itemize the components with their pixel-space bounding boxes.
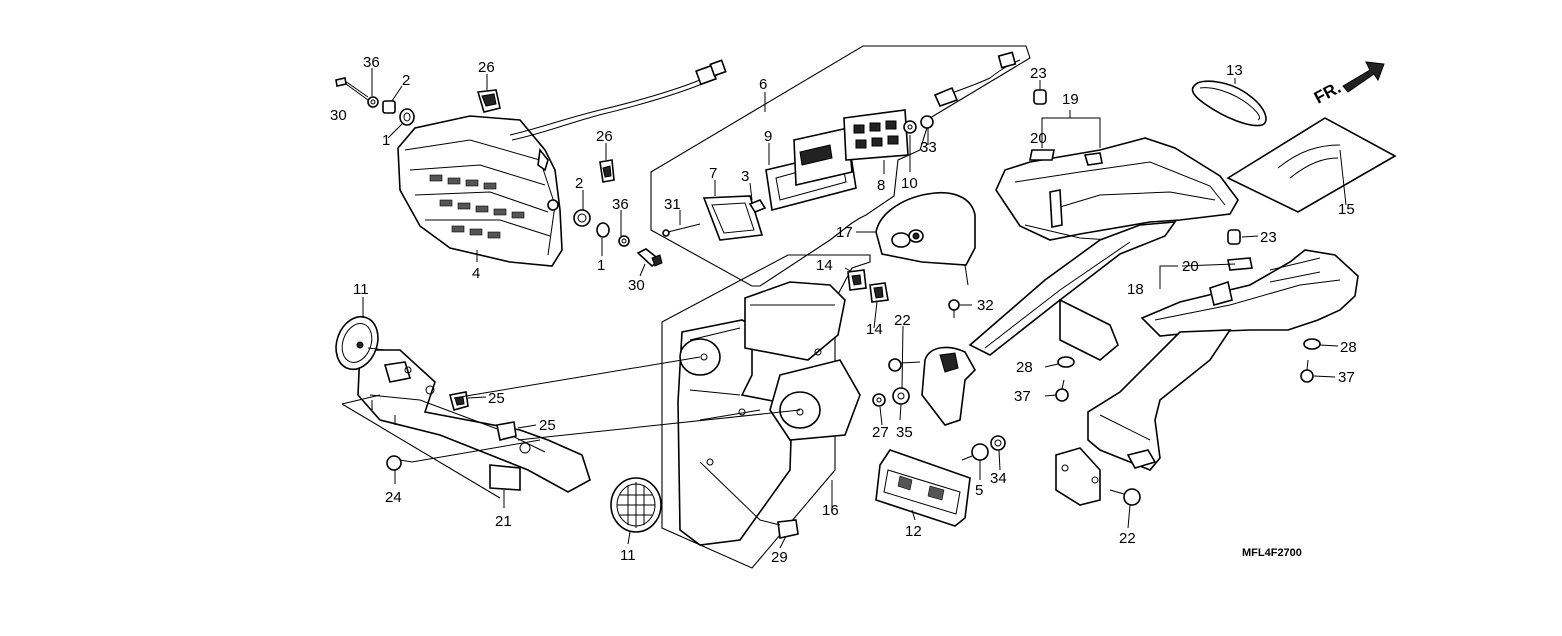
callout-29: 29 bbox=[771, 549, 788, 566]
callout-6: 6 bbox=[759, 76, 767, 93]
license-light-group bbox=[650, 45, 1031, 287]
callout-18: 18 bbox=[1127, 281, 1144, 298]
callout-36: 36 bbox=[612, 196, 629, 213]
callout-36: 36 bbox=[363, 54, 380, 71]
callout-13: 13 bbox=[1226, 62, 1243, 79]
callout-labels: 30 36 2 1 26 26 4 2 36 1 30 6 9 7 3 31 8… bbox=[330, 54, 1357, 566]
reflector-12 bbox=[875, 449, 971, 527]
callout-8: 8 bbox=[877, 177, 885, 194]
bracket-18 bbox=[1055, 249, 1359, 506]
callout-22: 22 bbox=[1119, 530, 1136, 547]
side-stay bbox=[921, 221, 1177, 426]
callout-12: 12 bbox=[905, 523, 922, 540]
fasteners bbox=[386, 89, 1321, 539]
callout-11: 11 bbox=[353, 281, 369, 298]
callout-24: 24 bbox=[385, 489, 402, 506]
callout-2: 2 bbox=[402, 72, 410, 89]
callout-32: 32 bbox=[977, 297, 994, 314]
cover-17 bbox=[875, 191, 976, 286]
seal-13 bbox=[1191, 80, 1267, 127]
callout-16: 16 bbox=[822, 502, 839, 519]
reflector-11-upper bbox=[335, 315, 386, 371]
callout-11: 11 bbox=[620, 547, 636, 564]
diagram-code: MFL4F2700 bbox=[1242, 547, 1302, 559]
callout-2: 2 bbox=[575, 175, 583, 192]
clips-14 bbox=[847, 269, 889, 303]
callout-27: 27 bbox=[872, 424, 889, 441]
callout-14: 14 bbox=[816, 257, 833, 274]
callout-25: 25 bbox=[539, 417, 556, 434]
callout-10: 10 bbox=[901, 175, 918, 192]
callout-28: 28 bbox=[1016, 359, 1033, 376]
callout-1: 1 bbox=[382, 132, 390, 149]
callout-7: 7 bbox=[709, 165, 717, 182]
callout-17: 17 bbox=[836, 224, 853, 241]
callout-20: 20 bbox=[1030, 130, 1047, 147]
callout-35: 35 bbox=[896, 424, 913, 441]
callout-30: 30 bbox=[330, 107, 347, 124]
front-direction-label: FR. bbox=[1311, 78, 1344, 108]
callout-9: 9 bbox=[764, 128, 772, 145]
callout-19: 19 bbox=[1062, 91, 1079, 108]
callout-4: 4 bbox=[472, 265, 480, 282]
callout-5: 5 bbox=[975, 482, 983, 499]
callout-22: 22 bbox=[894, 312, 911, 329]
callout-37: 37 bbox=[1014, 388, 1031, 405]
callout-20: 20 bbox=[1182, 258, 1199, 275]
callout-23: 23 bbox=[1260, 229, 1277, 246]
front-direction-arrow-icon: FR. bbox=[1311, 61, 1385, 108]
reflector-bracket-21 bbox=[341, 349, 591, 499]
leader-lines bbox=[362, 68, 1347, 549]
plate-bracket-16 bbox=[661, 254, 871, 569]
callout-37: 37 bbox=[1338, 369, 1355, 386]
tail-light-assembly bbox=[397, 59, 727, 267]
callout-30: 30 bbox=[628, 277, 645, 294]
sheet-15 bbox=[1226, 117, 1397, 213]
callout-31: 31 bbox=[664, 196, 681, 213]
callout-1: 1 bbox=[597, 257, 605, 274]
callout-14: 14 bbox=[866, 321, 883, 338]
callout-25: 25 bbox=[488, 390, 505, 407]
callout-3: 3 bbox=[741, 168, 749, 185]
rear-fender-19 bbox=[995, 137, 1239, 241]
callout-15: 15 bbox=[1338, 201, 1355, 218]
callout-26: 26 bbox=[596, 128, 613, 145]
reflector-11-lower bbox=[610, 477, 662, 533]
callout-21: 21 bbox=[495, 513, 512, 530]
callout-26: 26 bbox=[478, 59, 495, 76]
callout-28: 28 bbox=[1340, 339, 1357, 356]
callout-33: 33 bbox=[920, 139, 937, 156]
callout-34: 34 bbox=[990, 470, 1007, 487]
callout-23: 23 bbox=[1030, 65, 1047, 82]
light-hardware bbox=[335, 77, 663, 268]
